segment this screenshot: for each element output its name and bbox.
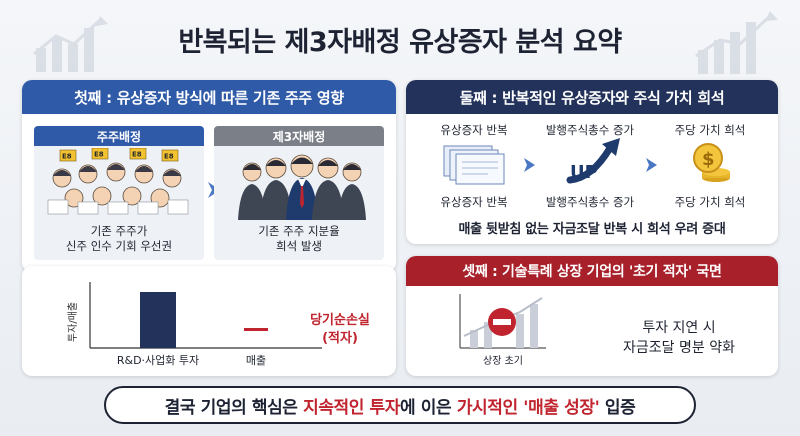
investment-bar <box>140 292 176 348</box>
coin-stack-graphic: $ <box>686 138 734 186</box>
dilution-summary: 매출 뒷받침 없는 자금조달 반복 시 희석 우려 증대 <box>458 222 726 237</box>
stock-certificates-icon <box>443 145 505 185</box>
rights-offering-line1: 기존 주주가 <box>90 224 148 238</box>
panel-tech-listing-deficit: 셋째 : 기술특례 상장 기업의 '초기 적자' 국면 상장 초기 투자 지연 … <box>406 256 778 376</box>
badge-text: E8 <box>164 153 174 161</box>
panel4-header: 셋째 : 기술특례 상장 기업의 '초기 적자' 국면 <box>406 256 778 286</box>
conclusion-part3: 에 이은 <box>400 397 457 418</box>
chevron-right-icon <box>646 158 657 172</box>
third-party-allotment-label: 제3자배정 <box>214 126 384 146</box>
third-party-line2: 희석 발생 <box>276 239 322 253</box>
early-deficit-chart-icon: 상장 초기 <box>459 294 546 367</box>
badge-text: E8 <box>62 153 72 161</box>
funding-rationale-text: 투자 지연 시 자금조달 명분 약화 <box>574 318 778 358</box>
business-people-icon <box>238 154 366 220</box>
funding-line1: 투자 지연 시 <box>642 320 716 336</box>
conclusion-sales-growth: 가시적인 '매출 성장' <box>456 397 600 418</box>
third-party-line1: 기존 주주 지분율 <box>258 224 340 238</box>
funding-line2: 자금조달 명분 약화 <box>623 340 735 356</box>
third-party-allotment-card: 제3자배정 기존 주주 지분율 희석 발 <box>214 126 384 260</box>
panel2-header: 둘째 : 반복적인 유상증자와 주식 가치 희석 <box>406 80 778 114</box>
up-arrow-graphic: UP <box>562 134 628 190</box>
y-axis-label: 투자/매출 <box>67 302 79 342</box>
page-title: 반복되는 제3자배정 유상증자 분석 요약 <box>178 27 622 58</box>
investment-vs-sales-chart: 투자/매출 R&D·사업화 투자 매출 <box>67 282 322 367</box>
step1-top-label: 유상증자 반복 <box>440 123 508 137</box>
conclusion-investment: 지속적인 투자 <box>303 397 401 418</box>
net-loss-line2: (적자) <box>322 331 358 346</box>
background-chart-right-icon <box>695 11 778 74</box>
early-listing-label: 상장 초기 <box>483 355 523 367</box>
rights-offering-label: 주주배정 <box>34 126 204 146</box>
third-party-allotment-description: 기존 주주 지분율 희석 발생 <box>214 224 384 254</box>
step2-bottom-label: 발행주식총수 증가 <box>545 195 635 209</box>
badge-text: E8 <box>94 151 104 159</box>
dollar-icon: $ <box>702 149 715 170</box>
panel-shareholder-impact: 첫째 : 유상증자 방식에 따른 기존 주주 영향 주주배정 E8 <box>22 80 396 272</box>
step3-top-label: 주당 가치 희석 <box>674 123 746 137</box>
net-loss-annotation: 당기순손실 (적자) <box>278 312 396 348</box>
shareholder-crowd-icon: E8 E8 E8 E8 <box>47 148 189 215</box>
investment-bar-label: R&D·사업화 투자 <box>117 354 199 367</box>
chevron-right-icon <box>524 158 535 172</box>
panel-investment-loss: 투자/매출 R&D·사업화 투자 매출 당기순손실 (적자) <box>22 266 396 376</box>
up-text: UP <box>570 162 598 183</box>
step2-top-label: 발행주식총수 증가 <box>545 123 635 137</box>
rights-offering-description: 기존 주주가 신주 인수 기회 우선권 <box>34 224 204 254</box>
sales-loss-bar <box>244 328 268 331</box>
net-loss-line1: 당기순손실 <box>310 313 370 328</box>
conclusion-part5: 입증 <box>599 397 636 418</box>
badge-text: E8 <box>132 151 142 159</box>
step1-bottom-label: 유상증자 반복 <box>440 195 508 209</box>
rights-offering-card: 주주배정 E8 E8 E8 E8 <box>34 126 204 260</box>
rights-offering-line2: 신주 인수 기회 우선권 <box>65 239 173 253</box>
sales-bar-label: 매출 <box>246 354 266 367</box>
step3-bottom-label: 주당 가치 희석 <box>674 195 746 209</box>
conclusion-part1: 결국 기업의 핵심은 <box>164 397 304 418</box>
conclusion-banner: 결국 기업의 핵심은 지속적인 투자 에 이은 가시적인 '매출 성장' 입증 <box>104 386 696 424</box>
background-chart-left-icon <box>33 16 108 72</box>
panel-share-dilution: 둘째 : 반복적인 유상증자와 주식 가치 희석 유상증자 반복 발행주식총수 … <box>406 80 778 244</box>
panel1-header: 첫째 : 유상증자 방식에 따른 기존 주주 영향 <box>22 80 396 114</box>
